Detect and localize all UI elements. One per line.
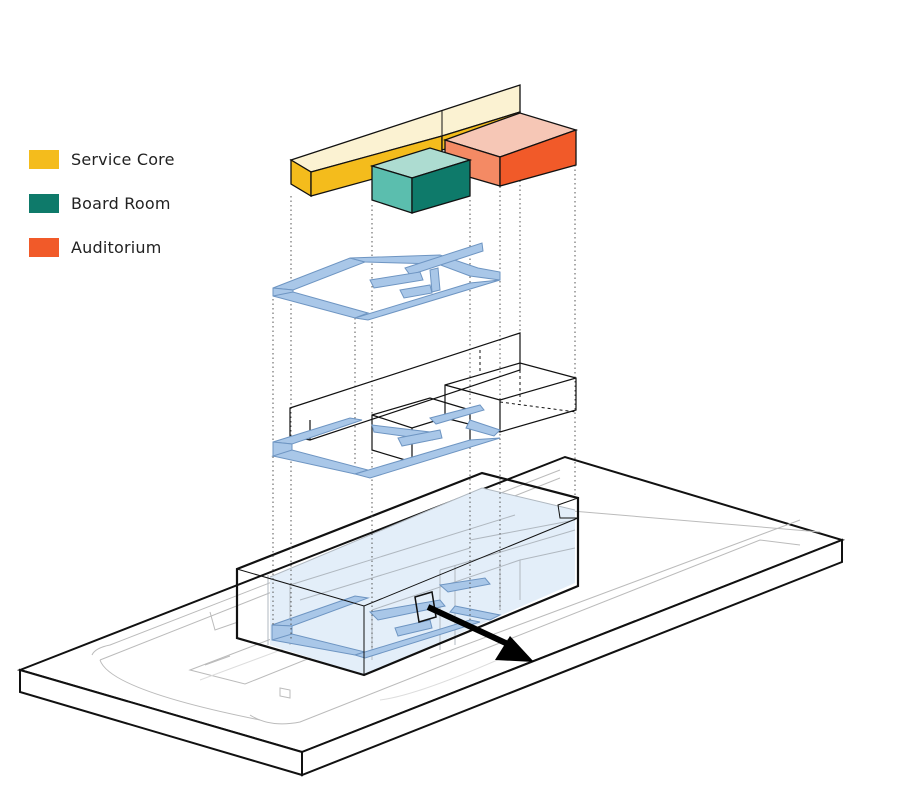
ground-circulation: [271, 577, 502, 659]
legend: Service Core Board Room Auditorium: [29, 148, 175, 280]
legend-swatch-service-core: [29, 149, 59, 169]
legend-label-board-room: Board Room: [71, 193, 171, 213]
legend-item-auditorium: Auditorium: [29, 236, 175, 258]
legend-item-board-room: Board Room: [29, 192, 175, 214]
auditorium-volume: [442, 112, 579, 187]
board-room-volume: [369, 147, 473, 214]
level-2-outlines: [289, 332, 577, 463]
legend-label-auditorium: Auditorium: [71, 237, 162, 257]
legend-label-service-core: Service Core: [71, 149, 175, 169]
legend-item-service-core: Service Core: [29, 148, 175, 170]
level-3-circulation: [272, 242, 501, 321]
entrance-arrow: [426, 604, 534, 662]
level-2-circulation: [271, 404, 501, 479]
legend-swatch-auditorium: [29, 237, 59, 257]
legend-swatch-board-room: [29, 193, 59, 213]
ground-floor-building: [235, 471, 580, 677]
